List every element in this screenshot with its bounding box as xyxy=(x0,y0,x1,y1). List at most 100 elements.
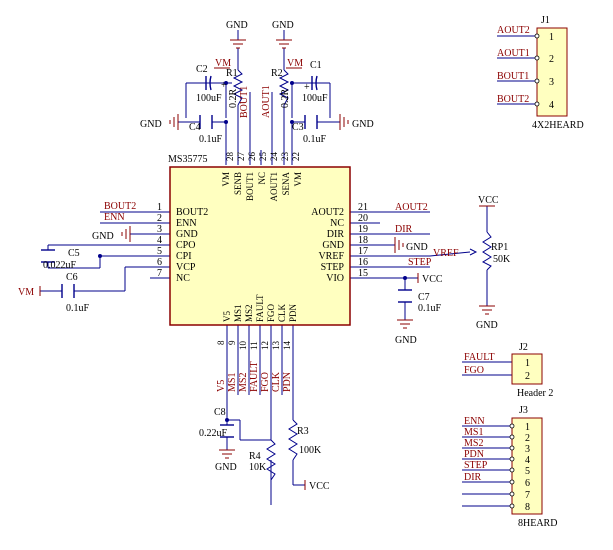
part-ref: RP1 xyxy=(491,242,508,253)
pin-number: 23 xyxy=(280,152,290,162)
part-value: 100uF xyxy=(196,93,222,104)
connector-net: BOUT2 xyxy=(497,94,529,105)
part-ref: C6 xyxy=(66,272,78,283)
gnd-label: GND xyxy=(140,119,162,130)
junction-dot xyxy=(290,81,294,85)
pin-number: 20 xyxy=(358,213,368,224)
connector-j2-body xyxy=(511,353,543,385)
connector-pin-num: 2 xyxy=(549,54,554,65)
pin-number: 16 xyxy=(358,257,368,268)
pin-number: 4 xyxy=(157,235,162,246)
part-ref: C3 xyxy=(292,122,304,133)
pin-number: 3 xyxy=(157,224,162,235)
vm-label: VM xyxy=(18,287,34,298)
part-ref: C2 xyxy=(196,64,208,75)
pin-number: 19 xyxy=(358,224,368,235)
connector-pin xyxy=(509,503,515,509)
connector-pin-num: 1 xyxy=(525,422,530,433)
pin-name: CPO xyxy=(176,240,195,251)
chip-right-pins: 21 AOUT2 20 NC 19 DIR 18 GND 17 VREF 16 … xyxy=(311,202,368,284)
pin-number: 12 xyxy=(260,341,270,350)
net-label: FGO xyxy=(260,372,271,392)
pin-number: 8 xyxy=(216,340,226,345)
vcc-label: VCC xyxy=(309,481,330,492)
chip-top-pins: 28 VM 27 SENB 26 BOUT1 25 NC 24 AOUT1 23… xyxy=(221,152,303,202)
connector-pin xyxy=(509,456,515,462)
resistor-rp1 xyxy=(481,231,492,271)
pin-number: 28 xyxy=(225,152,235,162)
part-ref: R3 xyxy=(297,426,309,437)
connector-pin-num: 6 xyxy=(525,478,530,489)
connector-pin-num: 3 xyxy=(525,444,530,455)
pin-name: GND xyxy=(322,240,344,251)
net-label: MS2 xyxy=(238,373,249,392)
connector-pin xyxy=(509,467,515,473)
capacitor-plates xyxy=(41,75,412,438)
connector-pin-num: 1 xyxy=(525,358,530,369)
connector-j1: J1 4X2HEARD AOUT2 AOUT1 BOUT1 BOUT2 1 2 … xyxy=(497,15,584,131)
rp1-wiper-arrow xyxy=(469,248,478,256)
connector-net: AOUT2 xyxy=(497,25,530,36)
junction-dot xyxy=(98,254,102,258)
junction-dot xyxy=(290,120,294,124)
pin-number: 18 xyxy=(358,235,368,246)
connector-net: MS1 xyxy=(464,427,483,438)
junction-dot xyxy=(224,81,228,85)
connector-net: MS2 xyxy=(464,438,483,449)
connector-pin xyxy=(534,33,540,39)
pin-number: 15 xyxy=(358,268,368,279)
pin-name: VM xyxy=(221,172,231,187)
connector-pin xyxy=(534,78,540,84)
junction-dot xyxy=(225,418,229,422)
power-labels: GND GND GND GND GND GND GND GND GND VM V… xyxy=(18,20,499,492)
pin-name: ENN xyxy=(176,218,197,229)
net-label: BOUT1 xyxy=(239,86,250,118)
gnd-label: GND xyxy=(352,119,374,130)
connector-ref: J3 xyxy=(519,405,528,416)
part-value: 0.2R xyxy=(228,89,239,109)
part-ref: R1 xyxy=(226,68,238,79)
pin-name: SENB xyxy=(233,172,243,195)
connector-pin-num: 7 xyxy=(525,490,530,501)
net-label: FAULT xyxy=(249,361,260,392)
connector-net: ENN xyxy=(464,416,485,427)
connector-pin xyxy=(534,55,540,61)
net-label: PDN xyxy=(282,372,293,392)
connector-j1-body xyxy=(536,27,568,117)
gnd-symbol xyxy=(479,305,495,315)
pin-name: MS1 xyxy=(233,304,243,322)
connector-j3-body xyxy=(511,417,543,515)
chip-bottom-pins: V5 8 MS1 9 MS2 10 FAULT 11 FGO 12 CLK 13… xyxy=(216,294,298,350)
gnd-label: GND xyxy=(406,242,428,253)
capacitor-c8 xyxy=(220,424,234,438)
gnd-label: GND xyxy=(395,335,417,346)
pin-name: VIO xyxy=(326,273,344,284)
vm-label: VM xyxy=(287,58,303,69)
part-value: 100K xyxy=(299,445,322,456)
connector-pin-num: 1 xyxy=(549,32,554,43)
connector-pin xyxy=(509,445,515,451)
pin-name: FAULT xyxy=(255,294,265,322)
chip-name: MS35775 xyxy=(168,154,207,165)
gnd-label: GND xyxy=(476,320,498,331)
connector-pin-num: 4 xyxy=(525,455,530,466)
gnd-symbol xyxy=(121,226,131,242)
net-label: AOUT2 xyxy=(395,202,428,213)
pin-number: 2 xyxy=(157,213,162,224)
pin-number: 7 xyxy=(157,268,162,279)
resistor-r2 xyxy=(278,69,290,106)
net-label: V5 xyxy=(216,380,227,392)
resistor-r4 xyxy=(266,439,276,481)
chip-left-pins: 1 BOUT2 2 ENN 3 GND 4 CPO 5 CPI 6 VCP 7 … xyxy=(157,202,208,284)
polarity-mark: + xyxy=(221,80,227,91)
part-ref: C8 xyxy=(214,407,226,418)
gnd-symbol xyxy=(230,39,246,49)
connector-pin-num: 2 xyxy=(525,433,530,444)
connector-pin xyxy=(509,479,515,485)
part-value: 10K xyxy=(249,462,267,473)
pin-number: 9 xyxy=(227,340,237,345)
connector-pin xyxy=(509,434,515,440)
resistor-r3 xyxy=(288,419,298,461)
connector-pin-num: 4 xyxy=(549,100,554,111)
